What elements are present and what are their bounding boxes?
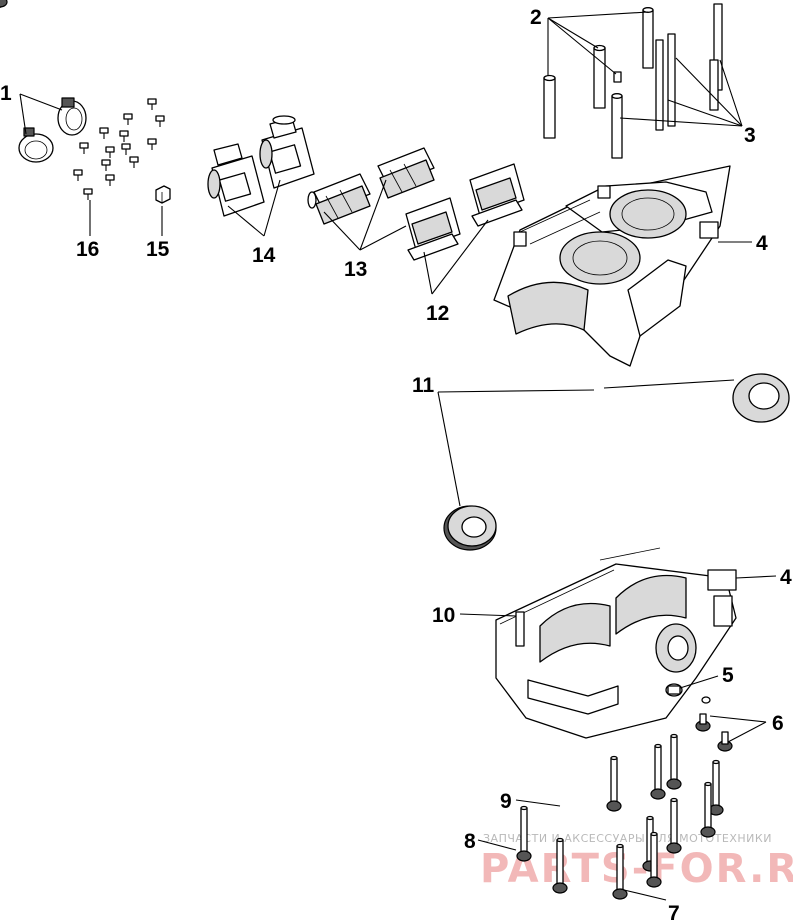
callout-13: 13 bbox=[344, 258, 367, 281]
part-dowel-pins bbox=[543, 7, 654, 159]
callout-7: 7 bbox=[668, 902, 680, 924]
part-clip bbox=[155, 185, 171, 204]
callout-16: 16 bbox=[76, 238, 99, 261]
part-crank-seals bbox=[443, 373, 790, 551]
callout-1: 1 bbox=[0, 82, 12, 105]
part-intake-flanges bbox=[207, 115, 315, 217]
callout-4-lower: 4 bbox=[780, 566, 792, 589]
part-hose-clamps bbox=[18, 97, 87, 163]
watermark-brand: PARTS-FOR.RU bbox=[480, 846, 793, 892]
callout-3: 3 bbox=[744, 124, 756, 147]
part-screws-set bbox=[0, 0, 165, 201]
part-studs bbox=[655, 3, 723, 131]
callout-10: 10 bbox=[432, 604, 455, 627]
callout-14: 14 bbox=[252, 244, 276, 267]
callout-labels: 1 2 3 4 4 5 6 7 8 9 10 11 12 13 14 15 16 bbox=[0, 6, 792, 924]
callout-4-upper: 4 bbox=[756, 232, 768, 255]
callout-8: 8 bbox=[464, 830, 476, 853]
callout-12: 12 bbox=[426, 302, 449, 325]
leader-lines bbox=[19, 11, 777, 901]
part-plug bbox=[665, 683, 683, 697]
callout-2: 2 bbox=[530, 6, 542, 29]
part-reed-cages bbox=[405, 163, 525, 261]
part-crankcase-bolts bbox=[0, 0, 724, 900]
callout-11: 11 bbox=[412, 374, 435, 397]
part-nuts bbox=[695, 696, 733, 752]
callout-5: 5 bbox=[722, 664, 734, 687]
callout-6: 6 bbox=[772, 712, 784, 735]
callout-15: 15 bbox=[146, 238, 170, 261]
watermark-tagline: ЗАПЧАСТИ И АКСЕССУАРЫ ДЛЯ МОТОТЕХНИКИ bbox=[483, 832, 772, 845]
part-upper-crankcase bbox=[493, 165, 731, 367]
part-reed-valves bbox=[307, 147, 435, 225]
part-lower-crankcase bbox=[495, 547, 737, 739]
callout-9: 9 bbox=[500, 790, 512, 813]
part-long-screw bbox=[515, 611, 525, 647]
watermark: ЗАПЧАСТИ И АКСЕССУАРЫ ДЛЯ МОТОТЕХНИКИ PA… bbox=[480, 832, 793, 892]
